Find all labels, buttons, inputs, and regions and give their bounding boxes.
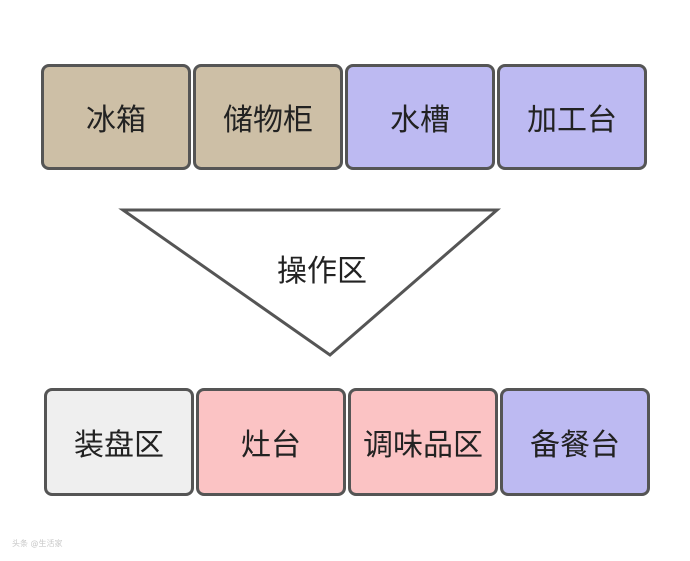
zone-label: 调味品区 bbox=[363, 428, 483, 463]
zone-label: 冰箱 bbox=[86, 103, 146, 138]
zone-seasoning: 调味品区 bbox=[348, 388, 498, 496]
zone-stove: 灶台 bbox=[196, 388, 346, 496]
work-triangle-shape bbox=[118, 208, 502, 357]
zone-fridge: 冰箱 bbox=[41, 64, 191, 170]
zone-label: 水槽 bbox=[390, 103, 450, 138]
zone-label: 灶台 bbox=[241, 428, 301, 463]
work-area-label: 操作区 bbox=[277, 254, 367, 289]
zone-label: 加工台 bbox=[527, 103, 617, 138]
zone-prep-counter: 加工台 bbox=[497, 64, 647, 170]
zone-label: 储物柜 bbox=[223, 103, 313, 138]
zone-sink: 水槽 bbox=[345, 64, 495, 170]
zone-serving-counter: 备餐台 bbox=[500, 388, 650, 496]
watermark: 头条 @生活家 bbox=[12, 539, 63, 548]
zone-plating: 装盘区 bbox=[44, 388, 194, 496]
zone-label: 装盘区 bbox=[74, 428, 164, 463]
zone-label: 备餐台 bbox=[530, 428, 620, 463]
zone-storage-cabinet: 储物柜 bbox=[193, 64, 343, 170]
